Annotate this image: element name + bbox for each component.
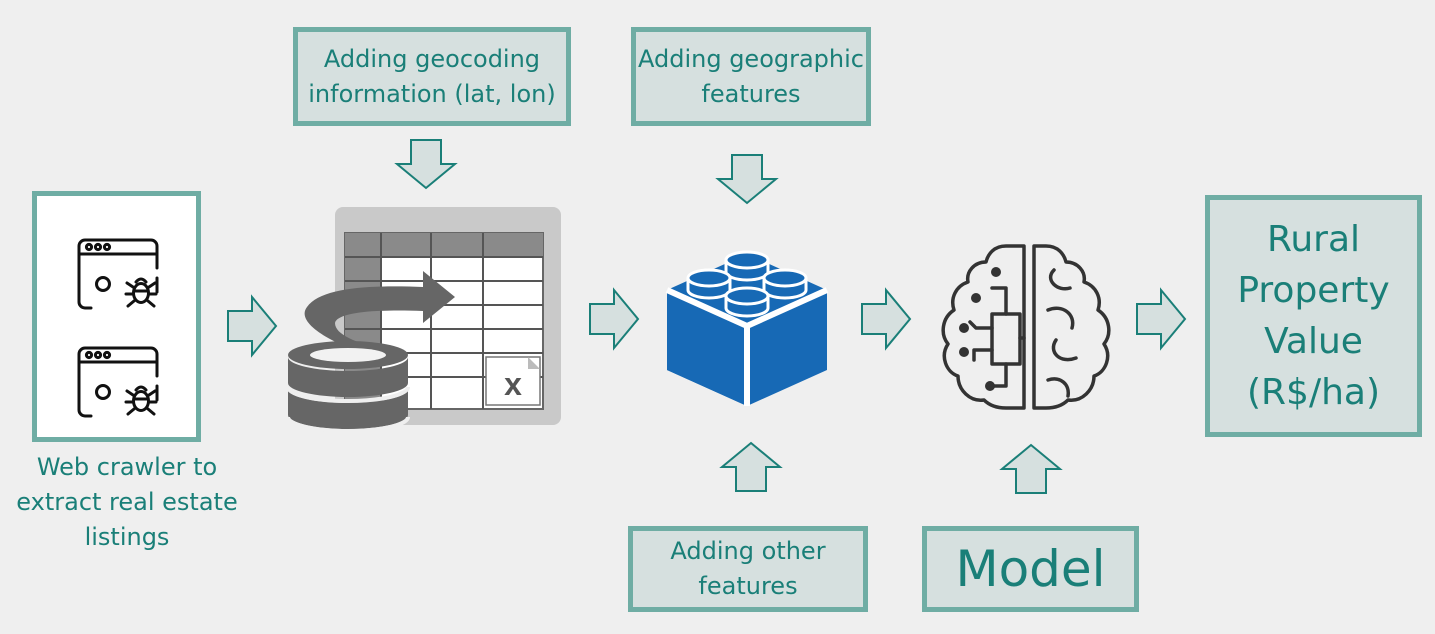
other-features-box: Adding other features [628, 526, 868, 612]
arrow-sheet-to-block [589, 287, 640, 351]
arrow-other-up [719, 441, 783, 492]
crawler-panel [32, 191, 201, 442]
excel-badge: x [504, 366, 522, 402]
ai-brain-icon [941, 244, 1111, 410]
web-crawler-icon [77, 238, 159, 418]
geographic-features-box: Adding geographic features [631, 27, 871, 126]
arrow-geocoding-down [394, 139, 458, 190]
model-box: Model [922, 526, 1139, 612]
arrow-geographic-down [715, 154, 779, 205]
arrow-model-to-output [1136, 287, 1187, 351]
spreadsheet-database-icon: x [286, 207, 561, 433]
geocoding-box: Adding geocoding information (lat, lon) [293, 27, 571, 126]
output-box: Rural Property Value (R$/ha) [1205, 195, 1422, 437]
arrow-model-up [999, 443, 1063, 494]
crawler-caption: Web crawler to extract real estate listi… [16, 453, 238, 551]
arrow-crawler-to-sheet [227, 294, 278, 358]
lego-block-icon [665, 250, 829, 406]
arrow-block-to-model [861, 287, 912, 351]
